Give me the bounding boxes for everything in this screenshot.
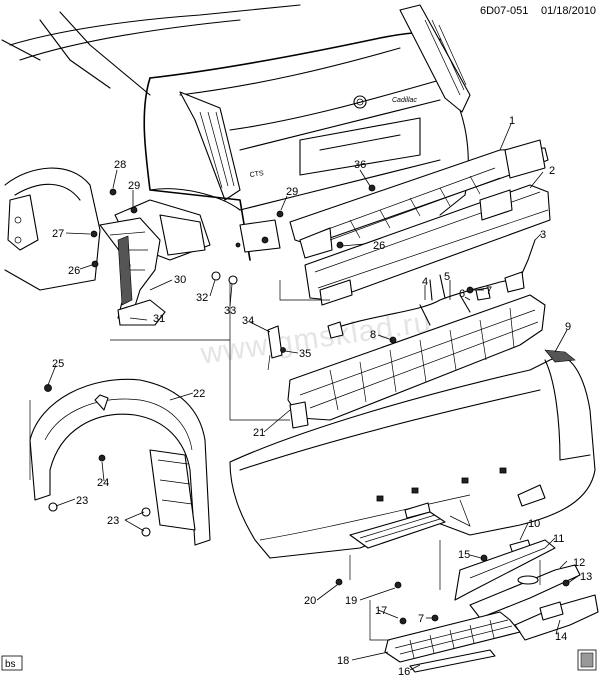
callout-23a: 23: [76, 495, 88, 507]
part-11: [454, 539, 556, 601]
callout-30: 30: [174, 274, 186, 286]
callout-14: 14: [555, 631, 567, 643]
callout-29a: 29: [128, 180, 140, 192]
part-16: [409, 649, 496, 673]
callout-19: 19: [345, 595, 357, 607]
part-1-rear-bumper-bracket: [289, 139, 549, 259]
footer-code: bs: [5, 659, 16, 670]
svg-text:Cadillac: Cadillac: [392, 97, 417, 104]
callout-26b: 26: [373, 240, 385, 252]
fasteners: [44, 184, 488, 625]
callout-25: 25: [52, 358, 64, 370]
dashed-guides: [29, 280, 541, 641]
lower-trim-parts: [384, 539, 599, 673]
callout-16: 16: [398, 666, 410, 676]
vehicle-body: Cadillac CTS: [1, 4, 471, 261]
callout-17: 17: [375, 605, 387, 617]
part-21-energy-absorber: [287, 294, 546, 429]
callout-18: 18: [337, 655, 349, 667]
callout-1: 1: [509, 115, 515, 127]
callout-26a: 26: [68, 265, 80, 277]
callout-31: 31: [153, 313, 165, 325]
quarter-panel-wheelhouse: [4, 167, 101, 291]
callout-labels: 1 2 3 4 5 6 7 7 8 9 10 11 12 13 14 15 16…: [52, 115, 592, 676]
callout-33: 33: [224, 305, 236, 317]
callout-13: 13: [580, 571, 592, 583]
callout-3: 3: [540, 229, 546, 241]
callout-35: 35: [299, 348, 311, 360]
callout-2: 2: [549, 165, 555, 177]
callout-15: 15: [458, 549, 470, 561]
footer-code-box: [1, 655, 23, 671]
part-22-wheelhouse-liner: [29, 378, 211, 546]
callout-28: 28: [114, 159, 126, 171]
side-bracket-assembly: [99, 199, 211, 326]
part-2-impact-bar: [304, 184, 551, 306]
callout-21: 21: [253, 427, 265, 439]
callout-34: 34: [242, 315, 254, 327]
callout-4: 4: [422, 276, 428, 288]
diagram-code: 6D07-051: [480, 5, 528, 17]
callout-12: 12: [573, 557, 585, 569]
callout-9: 9: [565, 321, 571, 333]
callout-8: 8: [370, 329, 376, 341]
callout-5: 5: [444, 271, 450, 283]
leader-lines: [47, 123, 579, 671]
part-9-bumper-fascia: [229, 349, 596, 559]
callout-29b: 29: [286, 186, 298, 198]
callout-20: 20: [304, 595, 316, 607]
part-34-bracket: [267, 325, 283, 371]
callout-7a: 7: [486, 285, 492, 297]
stamp-icon: [577, 649, 597, 671]
license-plate-bracket: [239, 219, 281, 253]
callout-6: 6: [459, 288, 465, 300]
callout-32: 32: [196, 292, 208, 304]
callout-27: 27: [52, 228, 64, 240]
callout-11: 11: [553, 533, 564, 545]
diagram-date: 01/18/2010: [541, 5, 596, 17]
callout-23b: 23: [107, 515, 119, 527]
callout-7b: 7: [418, 613, 424, 625]
callout-36: 36: [354, 159, 366, 171]
callout-10: 10: [528, 518, 540, 530]
part-3-wiring-harness: [327, 239, 536, 339]
svg-text:CTS: CTS: [249, 170, 264, 179]
callout-22: 22: [193, 388, 205, 400]
callout-24: 24: [97, 477, 109, 489]
